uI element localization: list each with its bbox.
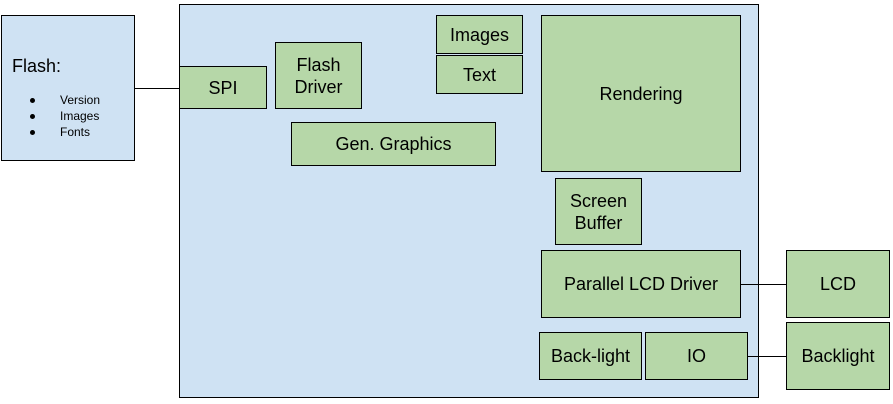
- io-backlight-connector: [748, 356, 787, 357]
- flash-item-version: Version: [30, 92, 100, 108]
- images-block: Images: [436, 15, 523, 54]
- flash-title: Flash:: [12, 56, 62, 76]
- spi-block: SPI: [179, 66, 267, 109]
- text-block: Text: [436, 55, 523, 94]
- rendering-block: Rendering: [541, 15, 741, 172]
- flash-spi-connector: [135, 88, 180, 89]
- lcd-driver-lcd-connector: [741, 284, 787, 285]
- flash-item-images: Images: [30, 108, 100, 124]
- screen-buffer-block: Screen Buffer: [555, 178, 642, 245]
- lcd-block: LCD: [786, 250, 890, 318]
- flash-driver-block: Flash Driver: [275, 42, 362, 109]
- io-block: IO: [645, 332, 748, 380]
- backlight-block: Backlight: [786, 322, 890, 390]
- back-light-block: Back-light: [539, 332, 642, 380]
- parallel-lcd-driver-block: Parallel LCD Driver: [541, 250, 741, 318]
- flash-contents-list: Version Images Fonts: [30, 92, 100, 140]
- flash-panel: Flash: Version Images Fonts: [1, 15, 135, 161]
- gen-graphics-block: Gen. Graphics: [291, 122, 496, 166]
- flash-item-fonts: Fonts: [30, 124, 100, 140]
